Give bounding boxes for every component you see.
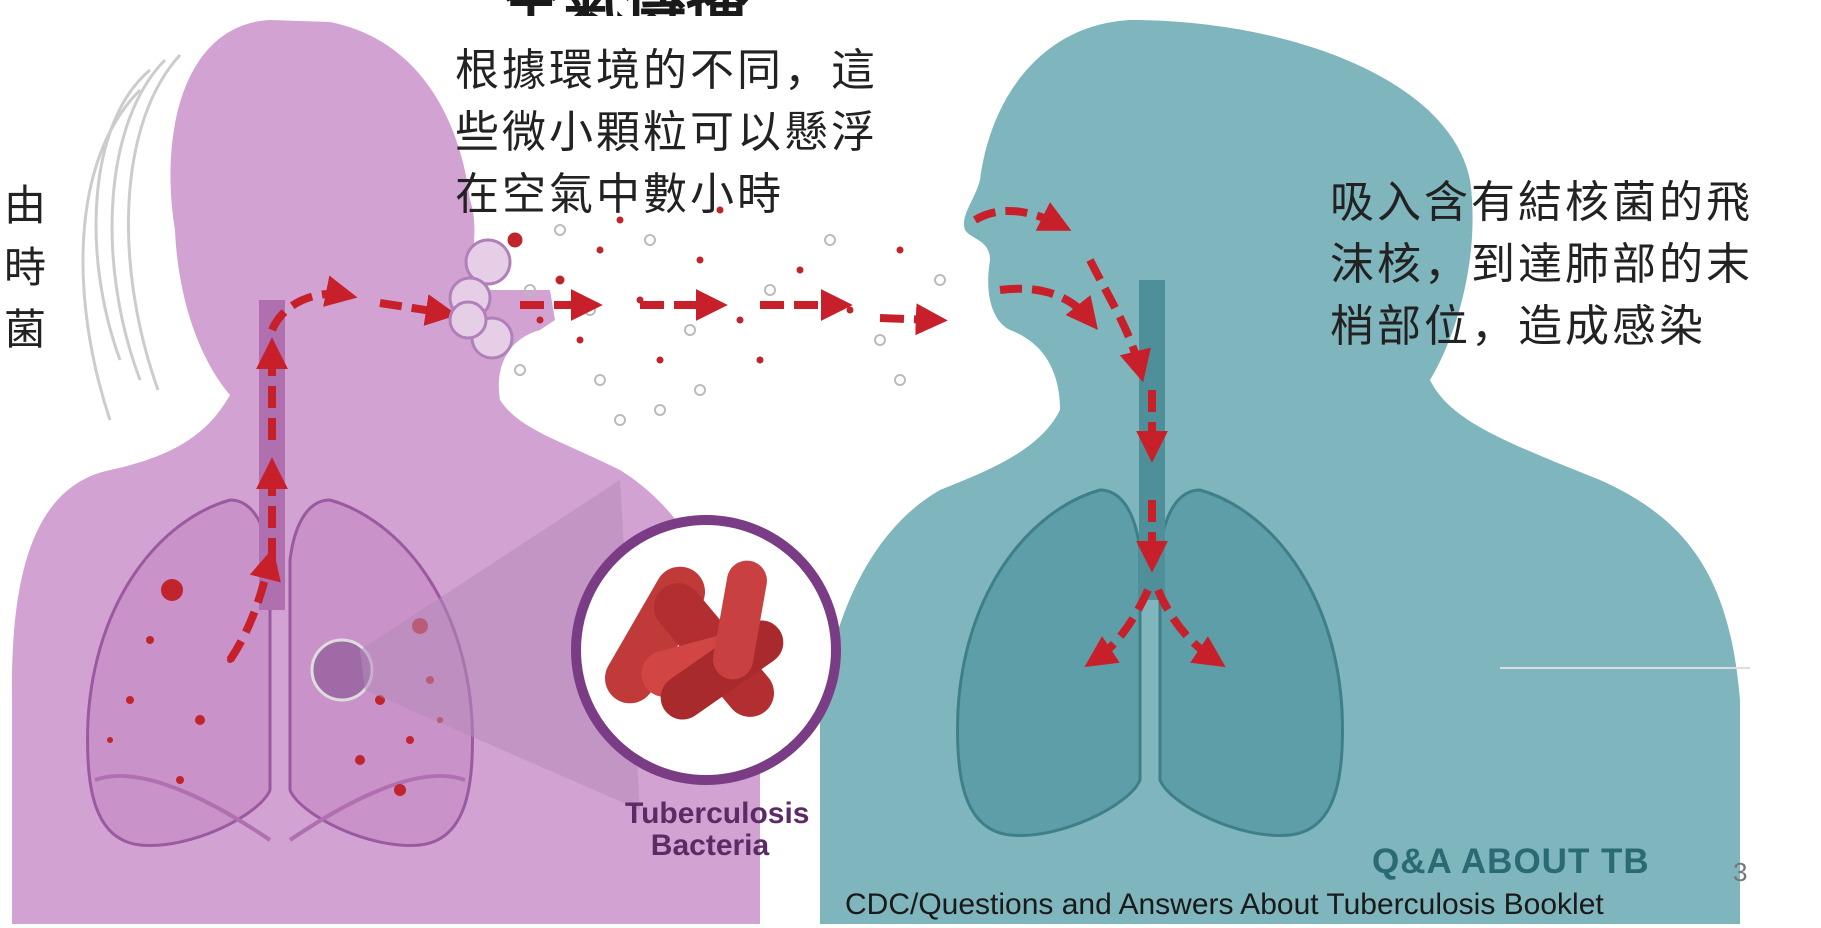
qa-about-tb-label: Q&A ABOUT TB (1372, 842, 1650, 882)
left-caption-fragment: 由 時 菌 (4, 175, 52, 361)
hair-strands (83, 55, 180, 420)
center-caption-line-2: 些微小顆粒可以懸浮 (455, 102, 878, 164)
center-caption: 根據環境的不同，這 些微小顆粒可以懸浮 在空氣中數小時 (455, 40, 878, 226)
bacteria-zoom (576, 520, 836, 780)
left-caption-char-1: 由 (4, 175, 52, 237)
center-caption-line-1: 根據環境的不同，這 (455, 40, 878, 102)
transmission-arrows (520, 305, 935, 320)
airborne-droplets (508, 207, 903, 363)
right-caption-line-3: 梢部位，造成感染 (1330, 296, 1753, 358)
heading: 空氣傳播 (500, 0, 748, 16)
right-caption-line-1: 吸入含有結核菌的飛 (1330, 172, 1753, 234)
page-number: 3 (1733, 857, 1747, 888)
right-caption: 吸入含有結核菌的飛 沫核，到達肺部的末 梢部位，造成感染 (1330, 172, 1753, 358)
center-caption-line-3: 在空氣中數小時 (455, 164, 878, 226)
source-citation: CDC/Questions and Answers About Tubercul… (845, 888, 1604, 922)
airborne-particles (515, 225, 945, 425)
left-caption-char-3: 菌 (4, 299, 52, 361)
right-caption-line-2: 沫核，到達肺部的末 (1330, 234, 1753, 296)
bacteria-label: Tuberculosis Bacteria (625, 798, 795, 862)
left-caption-char-2: 時 (4, 237, 52, 299)
